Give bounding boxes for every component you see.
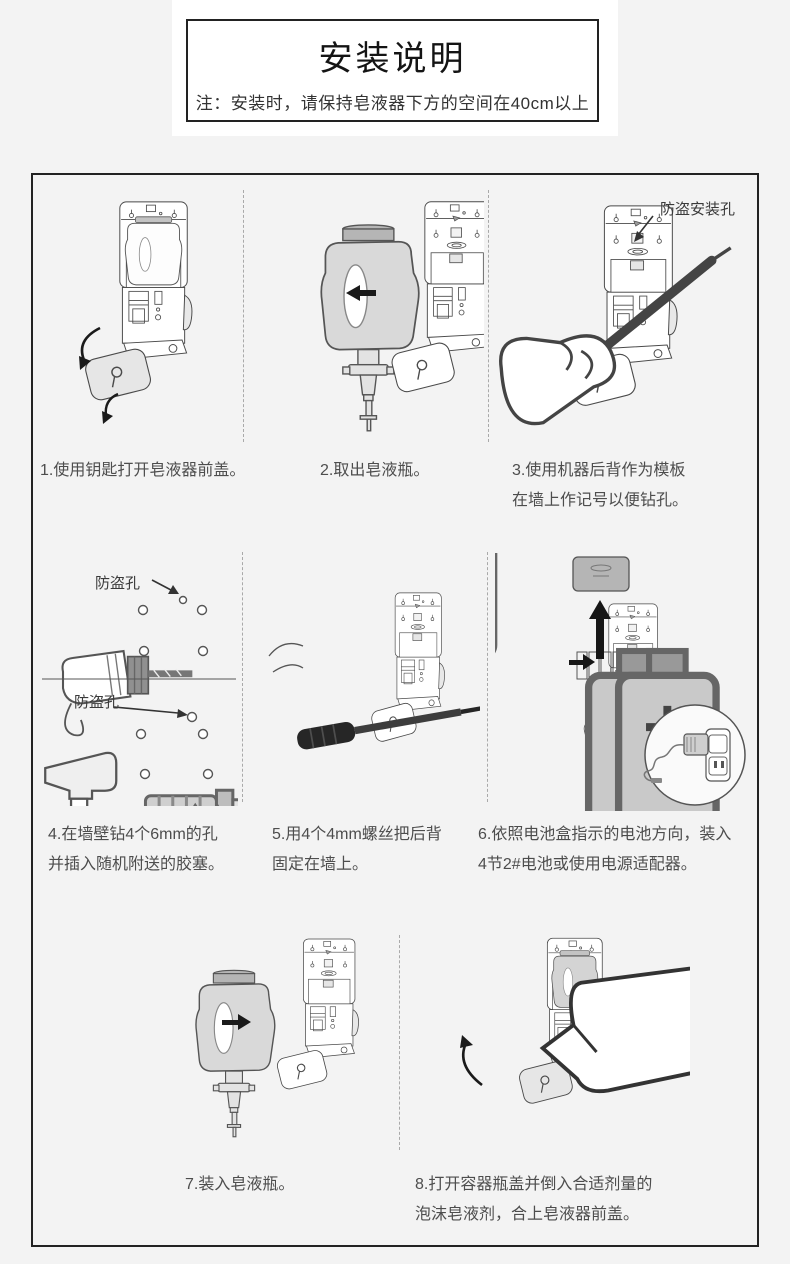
cover-up-arrow-icon <box>589 600 611 659</box>
figure-step-7-insert-bottle <box>195 938 360 1138</box>
caption-step-4: 4.在墙壁钻4个6mm的孔 并插入随机附送的胶塞。 <box>48 826 225 873</box>
battery-cover <box>572 556 630 592</box>
caption-step-5: 5.用4个4mm螺丝把后背 固定在墙上。 <box>272 826 442 873</box>
label-anti-theft-hole-bottom: 防盗孔 <box>74 694 120 711</box>
figure-step-6-batteries <box>569 556 746 811</box>
insert-arrow-icon <box>222 1014 251 1030</box>
separator-row2-a <box>242 552 243 802</box>
label-arrow-icon <box>151 579 172 591</box>
caption-step-8: 8.打开容器瓶盖并倒入合适剂量的 泡沫皂液剂，合上皂液器前盖。 <box>415 1176 653 1223</box>
page-title: 安装说明 <box>318 40 467 78</box>
dc-plug-icon <box>651 778 662 783</box>
dispenser-icon <box>274 938 360 1092</box>
hand-outline <box>268 642 304 673</box>
figure-step-4-drill-holes <box>42 579 238 806</box>
insert-arrow-icon <box>569 654 595 670</box>
separator-row3 <box>399 935 400 1150</box>
label-arrow-icon-2 <box>113 706 179 714</box>
caption-step-6: 6.依照电池盒指示的电池方向，装入 4节2#电池或使用电源适配器。 <box>478 826 732 873</box>
figure-step-3-mark-wall <box>495 205 757 458</box>
dispenser-icon <box>83 202 192 402</box>
remove-arrow-icon <box>346 285 376 301</box>
close-arrow-head <box>460 1035 473 1048</box>
close-arrow-icon <box>461 1042 483 1087</box>
soap-bottle-icon <box>195 969 276 1138</box>
cover-swing-arrow-head <box>102 411 113 424</box>
open-arrow-head <box>79 356 91 370</box>
figure-step-5-screw-back <box>268 592 480 752</box>
screwdriver-icon <box>295 697 480 752</box>
hammer-icon <box>44 752 117 806</box>
soap-bottle-icon <box>320 224 420 432</box>
figure-step-2-remove-bottle <box>320 200 484 432</box>
title-box: 安装说明 注：安装时，请保持皂液器下方的空间在40cm以上 <box>186 19 599 122</box>
label-arrow-head <box>634 231 644 242</box>
cord <box>643 744 685 782</box>
separator-row1-a <box>243 190 244 442</box>
drilled-holes <box>137 595 209 657</box>
caption-step-1: 1.使用钥匙打开皂液器前盖。 <box>40 462 246 479</box>
open-arrow-icon <box>80 326 101 361</box>
caption-step-3: 3.使用机器后背作为模板 在墙上作记号以便钻孔。 <box>512 462 689 509</box>
instructions-panel <box>31 173 759 1247</box>
separator-row1-b <box>488 190 489 442</box>
adapter-icon <box>683 733 709 756</box>
anchor-holes <box>135 711 214 780</box>
separator-row2-b <box>487 552 488 802</box>
label-arrow-head-2 <box>177 709 188 718</box>
caption-step-7: 7.装入皂液瓶。 <box>185 1176 295 1193</box>
label-arrow-head <box>168 585 179 594</box>
figure-step-1-open-cover <box>79 190 220 424</box>
label-anti-theft-install-hole: 防盗安装孔 <box>660 201 736 218</box>
label-arrow-icon <box>637 215 654 236</box>
caption-step-2: 2.取出皂液瓶。 <box>320 462 430 479</box>
install-note: 注：安装时，请保持皂液器下方的空间在40cm以上 <box>195 94 590 113</box>
power-adapter-inset <box>643 704 746 806</box>
figure-step-8-fill-soap <box>460 895 690 1159</box>
label-anti-theft-hole-top: 防盗孔 <box>95 575 141 592</box>
wall-anchor-icons <box>91 787 238 806</box>
